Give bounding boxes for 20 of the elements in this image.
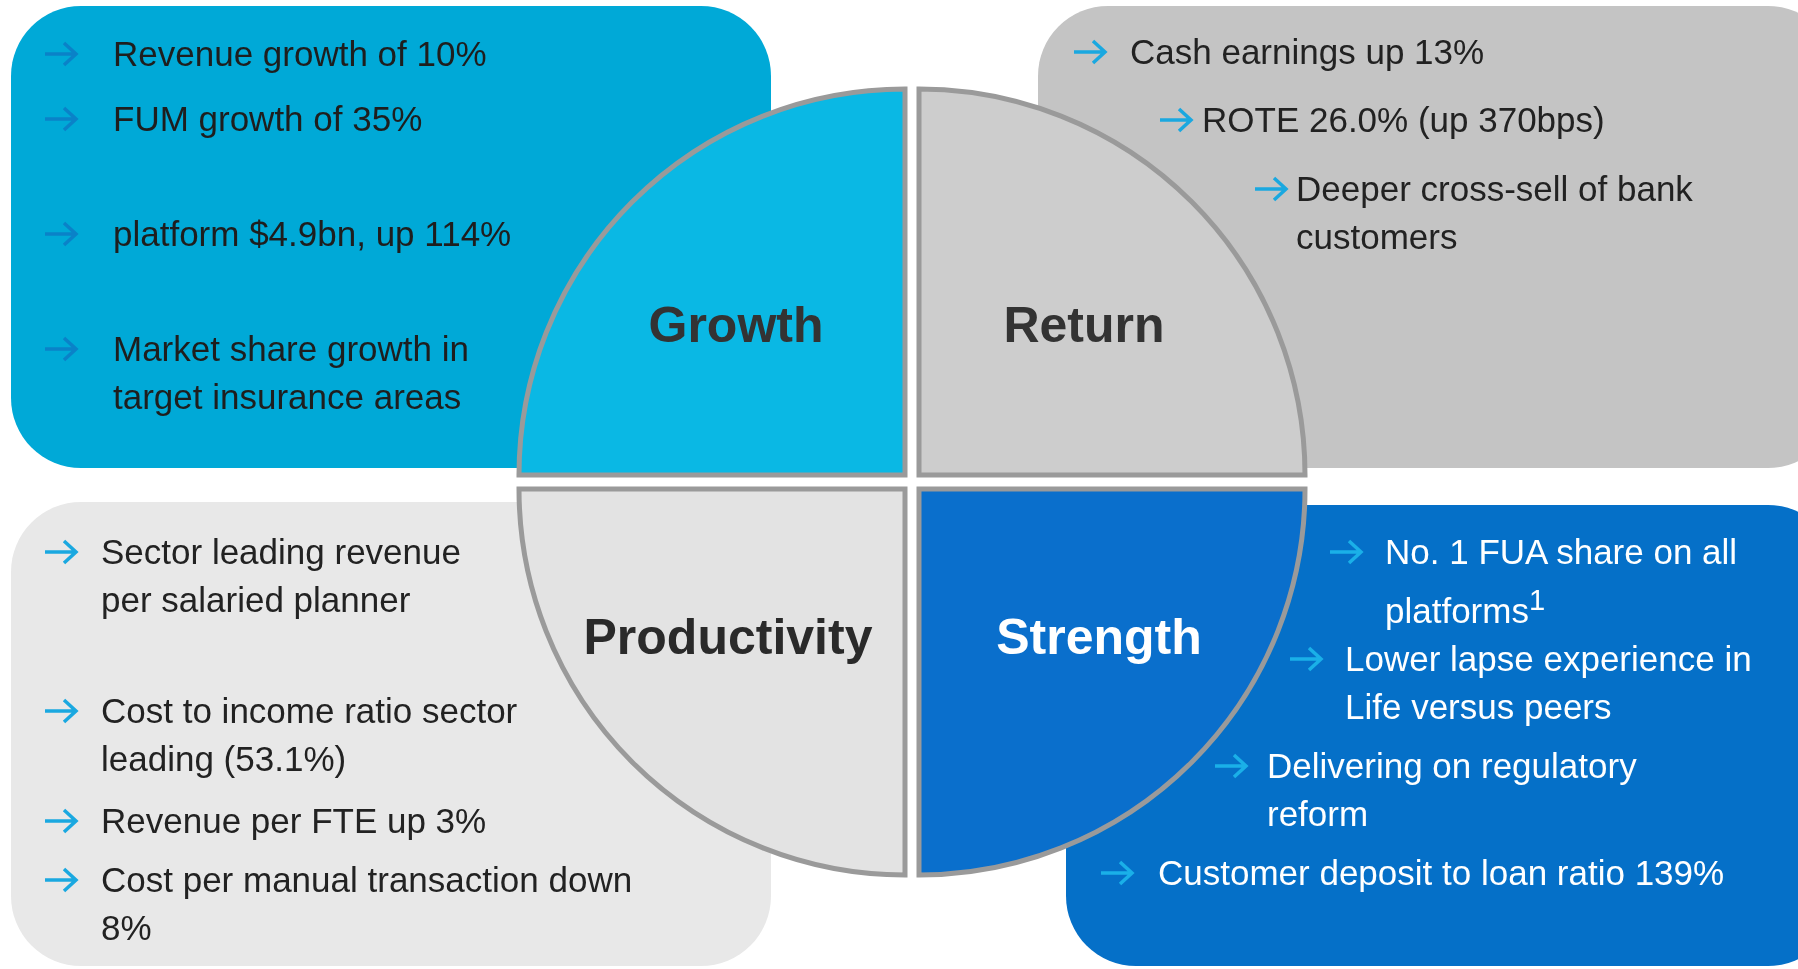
bullet-text: platform $4.9bn, up 114% <box>113 213 513 255</box>
bullet-text: Revenue per FTE up 3% <box>101 800 488 842</box>
bullet-text: Cost to income ratio sector leading (53.1%) <box>101 690 519 780</box>
bullet-text: Customer deposit to loan ratio 139% <box>1158 852 1726 894</box>
quadrant-label: Productivity <box>583 608 873 666</box>
bullet-text: Cost per manual transaction down 8% <box>101 859 634 949</box>
quadrant-label: Return <box>1003 296 1165 354</box>
bullet-text: No. 1 FUA share on all platforms$^{1}$ <box>1385 531 1739 632</box>
quadrant-label: Strength <box>996 608 1202 666</box>
bullet-text: Revenue growth of 10% <box>113 33 488 75</box>
quadrant-label: Growth <box>648 296 824 354</box>
quadrant <box>519 89 905 475</box>
bullet-text: Cash earnings up 13% <box>1130 31 1486 73</box>
bullet-text: Market share growth in target insurance areas <box>113 328 470 418</box>
bullet-text: ROTE 26.0% (up 370bps) <box>1202 99 1606 141</box>
bullet-text: Deeper cross-sell of bank customers <box>1296 168 1694 258</box>
bullet-text: Sector leading revenue per salaried planner <box>101 531 462 621</box>
bullet-text: Lower lapse experience in Life versus peers <box>1345 638 1753 728</box>
bullet-text: FUM growth of 35% <box>113 98 424 140</box>
bullet-text: Delivering on regulatory reform <box>1267 745 1638 835</box>
